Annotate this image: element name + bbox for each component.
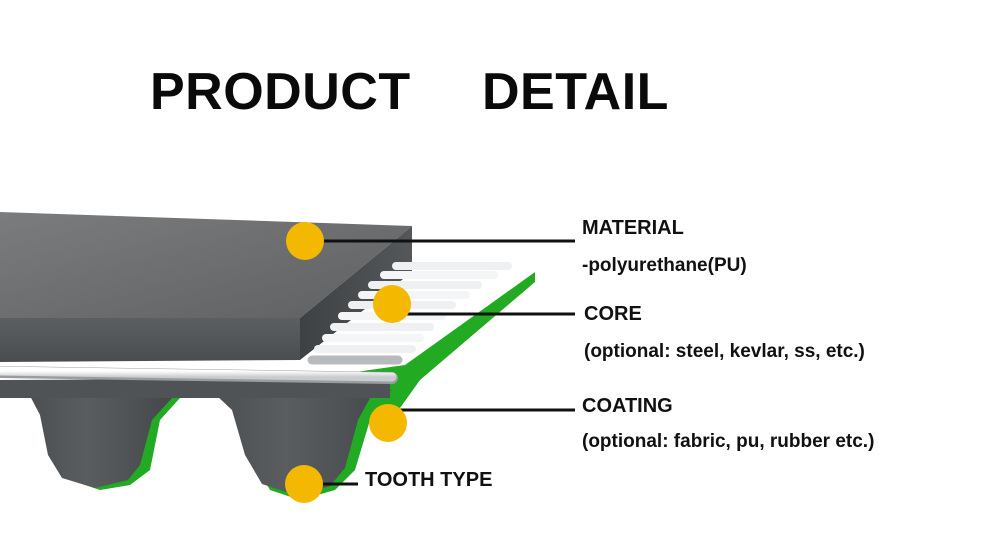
marker-coating	[369, 404, 407, 442]
label-tooth-type: TOOTH TYPE	[365, 469, 493, 491]
title-word-product: PRODUCT	[150, 63, 411, 121]
teeth	[0, 378, 392, 496]
title-word-detail: DETAIL	[482, 63, 669, 121]
label-core-detail: (optional: steel, kevlar, ss, etc.)	[584, 341, 865, 362]
marker-tooth	[285, 465, 323, 503]
label-core: CORE	[584, 303, 642, 325]
label-material: MATERIAL	[582, 217, 684, 239]
label-coating-detail: (optional: fabric, pu, rubber etc.)	[582, 431, 875, 452]
label-material-detail: -polyurethane(PU)	[582, 255, 747, 276]
label-coating: COATING	[582, 395, 673, 417]
page-title: PRODUCT DETAIL	[0, 62, 1000, 122]
marker-core	[373, 285, 411, 323]
marker-material	[286, 222, 324, 260]
markers	[285, 222, 411, 503]
